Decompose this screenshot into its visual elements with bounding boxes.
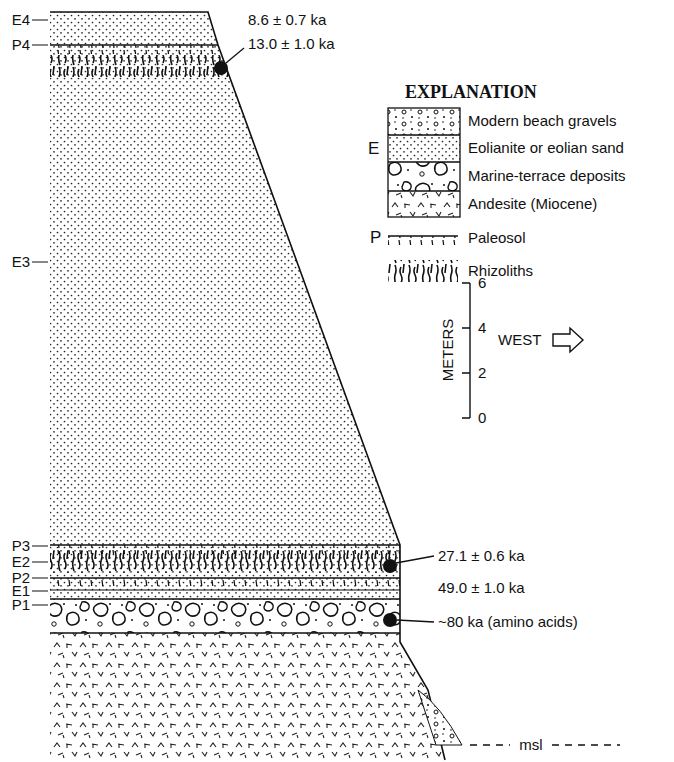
scale-number: 2 — [478, 364, 486, 381]
age-label: 27.1 ± 0.6 ka — [438, 547, 525, 564]
legend-heading: EXPLANATION — [405, 82, 537, 103]
unit-label: P3 — [12, 537, 30, 554]
unit-label: E2 — [12, 553, 30, 570]
scale-number: 4 — [478, 319, 486, 336]
legend-text: Andesite (Miocene) — [468, 195, 597, 212]
legend-text: Marine-terrace deposits — [468, 167, 626, 184]
legend-text: Rhizoliths — [468, 262, 533, 279]
age-label: 8.6 ± 0.7 ka — [248, 11, 326, 28]
sea-level-label: msl — [519, 736, 542, 753]
unit-label: E3 — [12, 253, 30, 270]
unit-label: P4 — [12, 36, 30, 53]
legend-swatches — [388, 108, 460, 282]
unit-label: E4 — [12, 11, 30, 28]
unit-label: P1 — [12, 596, 30, 613]
legend-text: Modern beach gravels — [468, 112, 616, 129]
scale-number: 0 — [478, 409, 486, 426]
scale-title: METERS — [439, 319, 456, 382]
legend-text: Eolianite or eolian sand — [468, 139, 624, 156]
legend-text: Paleosol — [468, 229, 526, 246]
legend-key: P — [370, 228, 381, 248]
legend-key: E — [368, 139, 379, 159]
age-label: 13.0 ± 1.0 ka — [248, 35, 335, 52]
age-label: 49.0 ± 1.0 ka — [438, 579, 525, 596]
direction-label: WEST — [498, 331, 541, 348]
age-label: ~80 ka (amino acids) — [438, 613, 578, 630]
